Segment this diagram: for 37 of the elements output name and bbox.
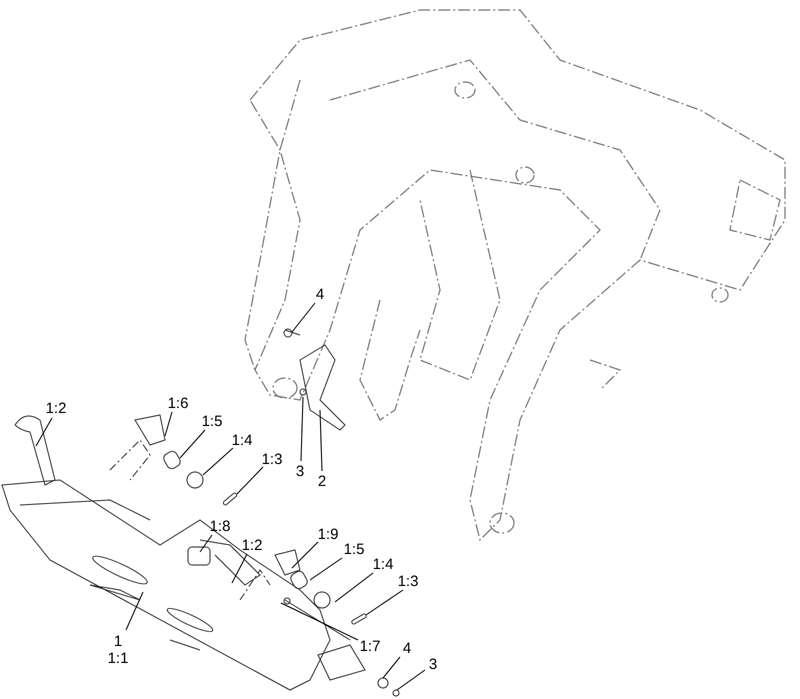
leader-line — [310, 558, 342, 580]
leader-line — [180, 430, 206, 458]
callout-number: 1:1 — [108, 650, 128, 667]
callout-number: 1:5 — [344, 540, 364, 558]
leader-line — [232, 554, 248, 584]
leader-line — [382, 656, 400, 678]
callout-number: 1:5 — [202, 412, 222, 430]
callout-number: 1:3 — [262, 450, 282, 468]
callout-number: 3 — [428, 656, 438, 672]
callout-number: 1:3 — [398, 572, 418, 590]
callout-number: 1 — [114, 633, 122, 650]
callout-number: 1:8 — [210, 518, 230, 534]
callout-number: 1:2 — [242, 536, 262, 554]
callout-number: 4 — [402, 640, 412, 656]
leader-line — [236, 466, 264, 494]
callout-number: 4 — [316, 286, 324, 302]
leader-line — [292, 542, 318, 568]
callout-number: 2 — [318, 472, 326, 490]
callout-number: 1:6 — [168, 394, 188, 412]
leader-line — [164, 412, 172, 436]
callout-number: 1:9 — [318, 526, 338, 542]
leader-line — [334, 572, 374, 602]
leader-line — [36, 418, 52, 446]
leader-line — [202, 448, 234, 476]
leader-line — [292, 302, 316, 332]
leader-line — [320, 410, 322, 472]
callout-number: 1:2 — [46, 400, 66, 416]
leader-line — [200, 534, 212, 552]
leader-line — [396, 670, 426, 690]
callout-number: 1:4 — [232, 432, 252, 448]
callout-number: 1:7 — [360, 638, 380, 654]
leader-line — [280, 602, 358, 640]
leader-line — [126, 592, 144, 630]
callout-number: 3 — [296, 462, 304, 480]
leader-line — [366, 590, 404, 616]
leader-line — [300, 396, 304, 462]
callout-number: 1:4 — [372, 556, 394, 572]
